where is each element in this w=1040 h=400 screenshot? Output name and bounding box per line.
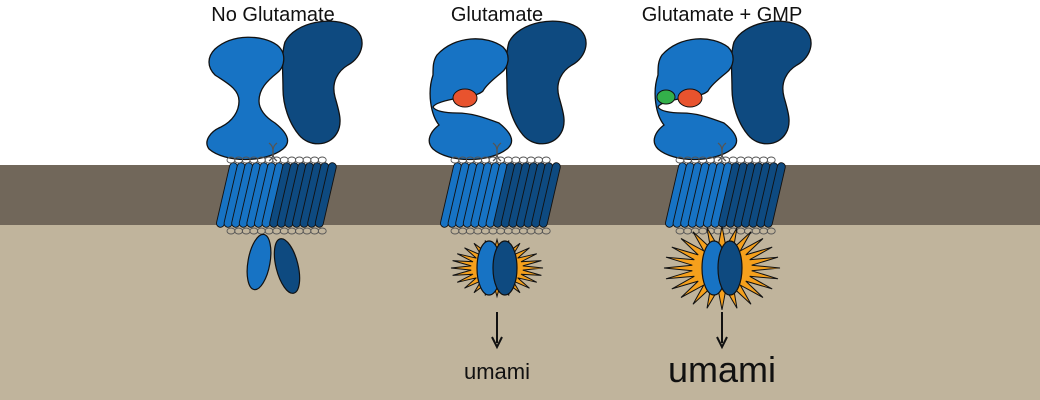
venus-flytrap-lobe-light: [206, 36, 289, 161]
signal-arrow: [716, 312, 728, 350]
helix-loop: [317, 227, 327, 235]
gmp-ligand: [656, 89, 676, 105]
linker-strand: [717, 142, 727, 162]
receptor-3: [653, 20, 812, 350]
helix-loop: [541, 227, 551, 235]
transmembrane-helices: [665, 156, 786, 235]
venus-flytrap-lobe-light: [653, 38, 738, 161]
receptor-2: [428, 20, 587, 350]
tm-helix: [763, 162, 786, 228]
intracellular-domain: [450, 237, 544, 299]
intracellular-loop-dark: [492, 240, 518, 296]
transmembrane-helices: [440, 156, 561, 235]
helix-loop: [317, 156, 327, 164]
panel-title-glutamate: Glutamate: [450, 4, 544, 26]
extracellular-domain: [428, 20, 587, 161]
intracellular-domain: [246, 233, 301, 294]
venus-flytrap-lobe-dark: [730, 20, 812, 145]
receptor-1: [206, 20, 363, 294]
intracellular-loop-light: [246, 233, 272, 291]
helix-loop: [541, 156, 551, 164]
tm-helix: [538, 162, 561, 228]
venus-flytrap-lobe-light: [428, 38, 513, 161]
receptors: [206, 20, 812, 350]
linker-strand: [492, 142, 502, 162]
intracellular-domain: [663, 226, 781, 310]
venus-flytrap-lobe-dark: [505, 20, 587, 145]
signal-arrow: [491, 312, 503, 350]
signal-label-umami-small: umami: [463, 359, 531, 384]
stalk-linker: [492, 142, 502, 162]
arrow-head: [491, 336, 503, 350]
tm-helix: [314, 162, 337, 228]
extracellular-domain: [206, 20, 363, 161]
venus-flytrap-lobe-dark: [281, 20, 363, 145]
helix-loop: [766, 227, 776, 235]
stalk-linker: [268, 142, 278, 162]
intracellular-loop-dark: [717, 240, 743, 296]
intracellular-loop-dark: [273, 238, 301, 294]
extracellular-domain: [653, 20, 812, 161]
glutamate-ligand: [452, 88, 478, 108]
helix-loop: [766, 156, 776, 164]
signal-label-umami-large: umami: [667, 349, 777, 390]
stalk-linker: [717, 142, 727, 162]
arrow-head: [716, 336, 728, 350]
transmembrane-helices: [216, 156, 337, 235]
linker-strand: [268, 142, 278, 162]
panel-title-no-glutamate: No Glutamate: [211, 4, 335, 26]
panel-title-glutamate-gmp: Glutamate + GMP: [641, 4, 803, 26]
glutamate-ligand: [677, 88, 703, 108]
